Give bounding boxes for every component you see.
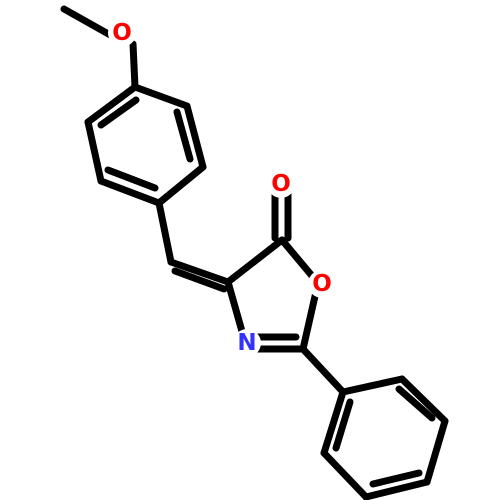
phenyl-ring-bond-2 [320, 449, 370, 500]
carbonyl-oxygen-mask [267, 170, 295, 198]
aryl-to-methine-bond [155, 199, 175, 266]
methoxy-oxygen-mask [108, 19, 136, 47]
aryl-ring-bond-3 [97, 177, 163, 207]
aryl-inner-double-bond-2 [104, 166, 159, 192]
oxygen-to-aryl-bond [129, 40, 139, 91]
methine-to-ring-double-bond-outer [167, 258, 232, 286]
oxazolone-c4-c5-bond [224, 236, 286, 286]
phenyl-inner-double-bond-1 [332, 398, 354, 452]
phenyl-ring-bond-3 [362, 478, 431, 500]
phenyl-ring-bond-6 [339, 375, 406, 396]
aryl-inner-double-bond-3 [173, 108, 194, 163]
phenyl-inner-double-bond-2 [369, 469, 423, 488]
carbonyl-oxygen-label: O [271, 171, 291, 197]
aryl-ring-bond-2 [84, 118, 105, 185]
aryl-ring-bond-5 [183, 102, 207, 171]
methyl-to-oxygen-bond [60, 5, 116, 40]
ring-nitrogen-label: N [237, 330, 256, 356]
atom-labels: O O O N [108, 19, 336, 357]
aryl-inner-double-bond-1 [97, 96, 140, 129]
ring-oxygen-label: O [312, 271, 332, 297]
methine-to-ring-double-bond-inner [171, 267, 228, 293]
aryl-ring-bond-1 [84, 83, 139, 126]
ring-oxygen-mask [308, 270, 336, 298]
phenyl-ring-bond-4 [423, 417, 449, 486]
aryl-ring-bond-4 [155, 163, 207, 207]
oxazolone-to-phenyl-bond [299, 345, 347, 396]
phenyl-inner-double-bond-3 [395, 385, 436, 422]
aryl-ring-bond-6 [131, 83, 191, 110]
phenyl-ring-bond-1 [320, 388, 347, 457]
methoxy-oxygen-label: O [112, 20, 132, 46]
ring-nitrogen-mask [233, 329, 261, 357]
phenyl-ring-bond-5 [398, 375, 449, 425]
molecule-bonds [60, 5, 449, 500]
